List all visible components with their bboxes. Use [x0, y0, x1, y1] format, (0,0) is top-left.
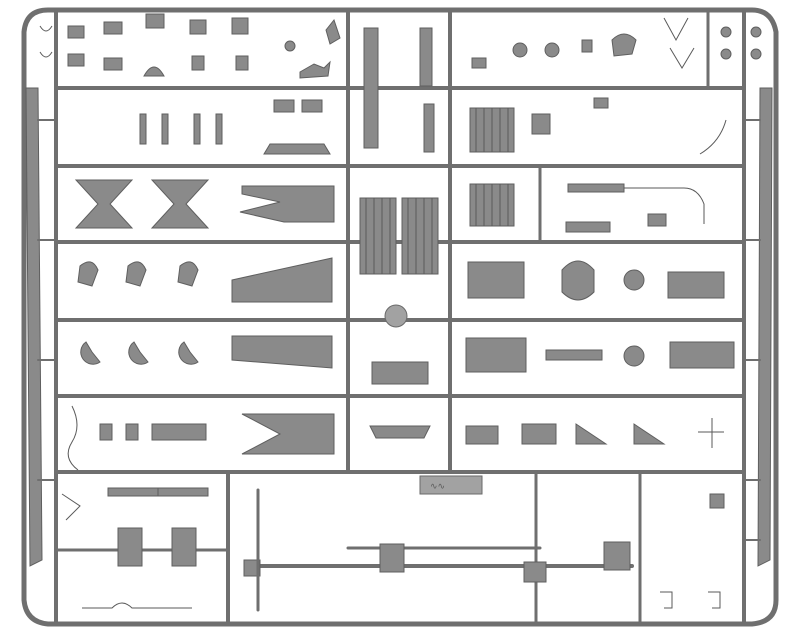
bottom-right-parts [660, 493, 761, 609]
axle-assembly [243, 488, 634, 612]
top-left-small-parts [39, 13, 341, 113]
row3-parts [74, 179, 705, 275]
row4-parts [77, 257, 725, 328]
bottom-left-parts [61, 487, 209, 609]
sprue-outer-frame [21, 7, 779, 627]
manufacturer-logo-tab: ∿∿ [419, 475, 483, 495]
row2-parts [139, 97, 727, 155]
row5-parts [80, 335, 735, 385]
chassis-rail-right [743, 87, 773, 567]
manufacturer-logo-icon: ∿∿ [430, 482, 445, 492]
top-right-parts [471, 17, 762, 69]
chassis-rail-left [25, 87, 57, 567]
center-top-bars [363, 27, 435, 153]
row6-parts [67, 405, 724, 471]
